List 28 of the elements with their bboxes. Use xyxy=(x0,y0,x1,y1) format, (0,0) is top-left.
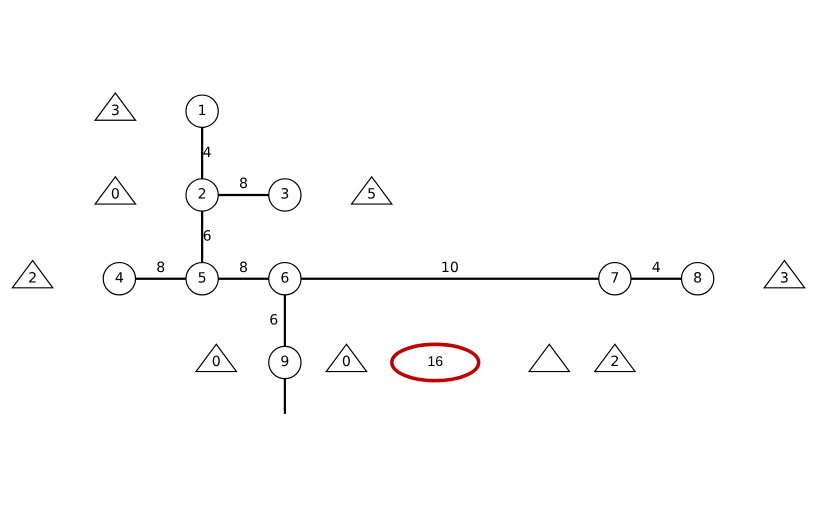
node-circle: 9 xyxy=(268,346,302,380)
node-circle: 2 xyxy=(185,178,219,212)
edge-label: 4 xyxy=(202,144,212,161)
connector xyxy=(301,278,598,280)
node-circle: 4 xyxy=(102,262,136,296)
connector xyxy=(136,278,186,280)
connector xyxy=(201,128,204,179)
node-circle: 8 xyxy=(680,262,714,296)
connector xyxy=(218,194,269,196)
edge-label: 6 xyxy=(269,312,278,328)
connector xyxy=(201,211,204,262)
connector xyxy=(218,278,269,280)
node-circle: 7 xyxy=(598,262,632,296)
edge-label: 8 xyxy=(156,260,166,276)
node-circle: 1 xyxy=(185,94,219,128)
node-triangle xyxy=(528,343,571,372)
node-circle: 5 xyxy=(185,262,219,296)
connector xyxy=(284,295,286,346)
edge-label: 6 xyxy=(202,228,212,245)
node-circle: 6 xyxy=(268,262,302,296)
edge-label: 8 xyxy=(239,260,248,276)
node-ellipse: 16 xyxy=(390,342,480,382)
node-circle: 3 xyxy=(268,178,302,212)
connector xyxy=(631,278,682,280)
edge-label: 10 xyxy=(440,260,459,276)
edge-label: 8 xyxy=(239,176,248,192)
connector xyxy=(284,378,286,414)
edge-label: 4 xyxy=(652,260,661,276)
